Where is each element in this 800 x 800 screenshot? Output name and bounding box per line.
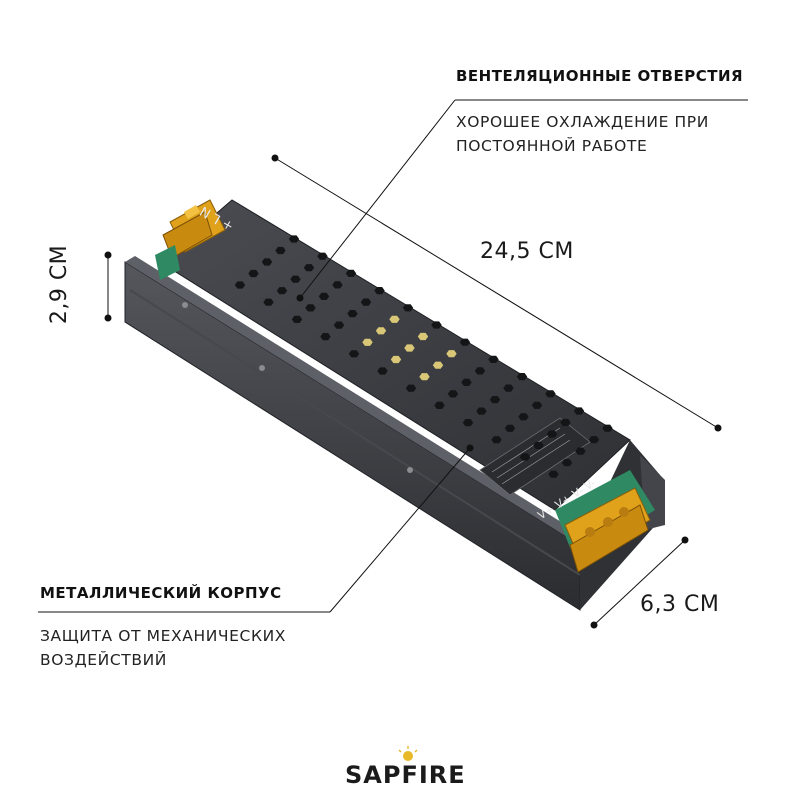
vent-callout-description: ХОРОШЕЕ ОХЛАЖДЕНИЕ ПРИ ПОСТОЯННОЙ РАБОТЕ bbox=[456, 110, 709, 158]
vent-hole bbox=[491, 436, 502, 444]
vent-hole bbox=[345, 269, 357, 277]
vent-hole bbox=[261, 258, 273, 266]
vent-hole bbox=[291, 315, 303, 323]
vent-hole bbox=[504, 424, 516, 432]
rivet bbox=[259, 365, 265, 371]
vent-callout-leader bbox=[296, 99, 748, 302]
vent-hole bbox=[263, 298, 274, 306]
vent-hole bbox=[362, 338, 373, 346]
vent-description-line: ХОРОШЕЕ ОХЛАЖДЕНИЕ ПРИ bbox=[456, 113, 709, 131]
vent-hole bbox=[419, 373, 430, 381]
vent-hole bbox=[360, 298, 372, 306]
vent-hole bbox=[588, 436, 600, 444]
vent-hole bbox=[461, 378, 472, 386]
vent-hole bbox=[516, 373, 528, 381]
vent-hole bbox=[375, 327, 387, 335]
vent-hole bbox=[390, 355, 402, 364]
vent-hole bbox=[318, 292, 330, 300]
dimension-width-label: 6,3 СМ bbox=[640, 592, 720, 617]
vent-hole bbox=[446, 350, 457, 358]
vent-hole bbox=[447, 390, 459, 398]
vent-callout-heading: ВЕНТЕЛЯЦИОННЫЕ ОТВЕРСТИЯ bbox=[456, 67, 744, 85]
vent-hole bbox=[275, 246, 286, 255]
vent-hole bbox=[288, 235, 300, 243]
output-terminal-block bbox=[555, 470, 655, 573]
vent-hole bbox=[548, 470, 559, 478]
vent-hole bbox=[462, 419, 474, 427]
body-description-line: ЗАЩИТА ОТ МЕХАНИЧЕСКИХ bbox=[40, 627, 286, 645]
sapfire-logo: SAPFIRE bbox=[340, 745, 465, 795]
vent-hole bbox=[431, 321, 442, 329]
vent-hole bbox=[377, 367, 388, 375]
vent-hole bbox=[348, 350, 360, 358]
vent-hole bbox=[518, 413, 529, 421]
dimension-length-line bbox=[271, 154, 722, 432]
vent-hole bbox=[546, 430, 558, 438]
vent-hole bbox=[459, 338, 471, 346]
body-callout-description: ЗАЩИТА ОТ МЕХАНИЧЕСКИХ ВОЗДЕЙСТВИЙ bbox=[40, 624, 286, 672]
vent-hole bbox=[320, 333, 331, 341]
vent-hole bbox=[402, 304, 414, 312]
vent-hole bbox=[303, 264, 315, 272]
vent-hole bbox=[347, 310, 358, 318]
vent-hole bbox=[432, 361, 444, 369]
vent-hole bbox=[434, 401, 445, 409]
vent-hole bbox=[561, 459, 573, 467]
input-terminal-block bbox=[155, 199, 226, 280]
rivet bbox=[182, 302, 188, 308]
vent-hole bbox=[305, 304, 316, 312]
vent-hole bbox=[234, 281, 246, 289]
vent-hole bbox=[404, 344, 415, 352]
vent-hole bbox=[560, 418, 571, 427]
dimension-width-line bbox=[590, 536, 689, 629]
rivet bbox=[407, 467, 413, 473]
logo-text: SAPFIRE bbox=[345, 761, 466, 789]
dimension-height-line bbox=[104, 251, 112, 322]
dimension-height-label: 2,9 СМ bbox=[47, 244, 73, 325]
vent-hole bbox=[545, 390, 556, 398]
vent-hole bbox=[332, 281, 343, 289]
ventilation-holes bbox=[234, 235, 613, 478]
vent-hole bbox=[248, 269, 259, 278]
vent-hole bbox=[573, 407, 585, 415]
vent-hole bbox=[474, 367, 486, 375]
dimension-length-label: 24,5 СМ bbox=[480, 239, 574, 264]
vent-description-line: ПОСТОЯННОЙ РАБОТЕ bbox=[456, 137, 648, 155]
vent-hole bbox=[476, 407, 487, 415]
vent-hole bbox=[389, 315, 400, 323]
case-side-rail bbox=[125, 256, 590, 545]
vent-hole bbox=[417, 332, 429, 341]
body-callout-heading: МЕТАЛЛИЧЕСКИЙ КОРПУС bbox=[40, 584, 282, 602]
vent-hole bbox=[317, 252, 328, 260]
body-description-line: ВОЗДЕЙСТВИЙ bbox=[40, 651, 167, 669]
vent-hole bbox=[533, 441, 544, 450]
vent-hole bbox=[488, 355, 499, 363]
vent-hole bbox=[290, 275, 301, 283]
vent-hole bbox=[374, 287, 385, 295]
vent-hole bbox=[602, 424, 613, 432]
vent-hole bbox=[405, 384, 417, 392]
vent-hole bbox=[503, 384, 514, 392]
body-callout-leader bbox=[38, 444, 474, 613]
spec-label bbox=[479, 417, 591, 496]
vent-hole bbox=[276, 287, 288, 295]
vent-hole bbox=[489, 396, 501, 404]
vent-hole bbox=[333, 321, 345, 329]
vent-hole bbox=[531, 401, 543, 409]
vent-hole bbox=[575, 447, 586, 455]
vent-hole bbox=[519, 453, 531, 461]
